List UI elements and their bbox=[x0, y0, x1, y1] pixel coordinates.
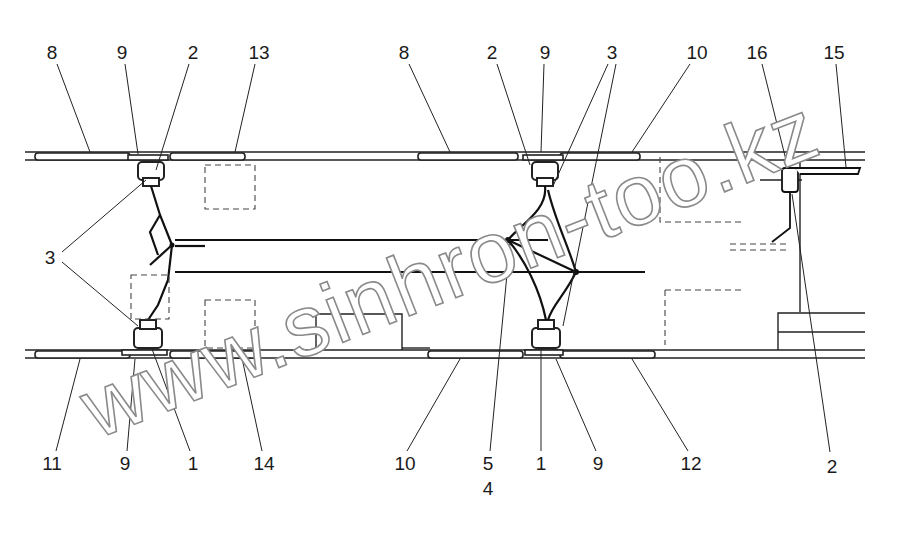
watermark: www.sinhron-too.kz bbox=[70, 84, 830, 451]
callout-number: 1 bbox=[536, 454, 547, 473]
callout-number: 9 bbox=[117, 43, 128, 62]
callout-number: 3 bbox=[607, 43, 618, 62]
leader-lines bbox=[56, 64, 846, 452]
callout-number: 10 bbox=[394, 454, 415, 473]
callout-number: 9 bbox=[593, 454, 604, 473]
callout-number: 11 bbox=[42, 454, 62, 473]
callout-number: 4 bbox=[483, 479, 494, 498]
callout-number: 14 bbox=[253, 454, 274, 473]
callout-number: 13 bbox=[248, 43, 269, 62]
callout-number: 3 bbox=[45, 248, 56, 267]
callout-number: 10 bbox=[686, 43, 707, 62]
callout-number: 12 bbox=[680, 454, 701, 473]
callout-number: 2 bbox=[827, 457, 838, 476]
callout-number: 16 bbox=[746, 43, 767, 62]
callout-number: 9 bbox=[540, 43, 551, 62]
callout-number: 5 bbox=[483, 454, 494, 473]
callout-number: 15 bbox=[823, 43, 844, 62]
callout-number: 8 bbox=[47, 43, 58, 62]
callout-number: 2 bbox=[188, 43, 199, 62]
callout-number: 2 bbox=[487, 43, 498, 62]
callout-number: 9 bbox=[120, 454, 131, 473]
callout-number: 1 bbox=[188, 454, 199, 473]
callout-number: 8 bbox=[399, 43, 410, 62]
